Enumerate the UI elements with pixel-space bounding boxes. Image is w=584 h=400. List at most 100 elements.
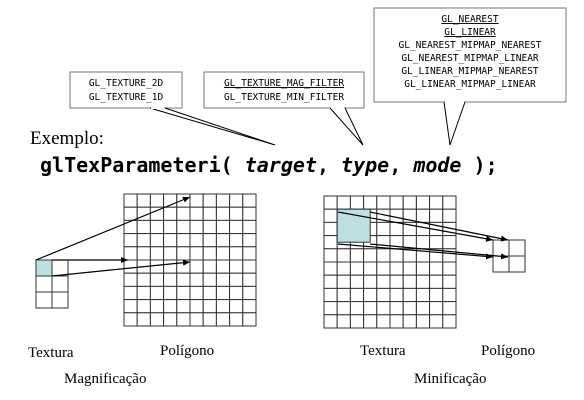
grid-cell — [163, 233, 178, 248]
grid-cell — [163, 299, 178, 314]
grid-cell — [442, 195, 457, 210]
grid-cell — [229, 259, 244, 274]
grid-cell — [242, 246, 257, 261]
grid-cell — [123, 233, 138, 248]
grid-cell — [136, 219, 151, 235]
grid-cell — [123, 299, 138, 314]
grid-cell — [149, 285, 165, 301]
grid-cell — [176, 285, 191, 301]
grid-cell — [323, 287, 338, 303]
mapping-arrow — [51, 259, 191, 277]
mapping-arrow — [337, 243, 494, 260]
grid-cell — [323, 314, 338, 329]
grid-cell — [402, 301, 417, 316]
grid-cell — [376, 274, 391, 289]
grid-cell — [189, 272, 204, 287]
grid-cell — [202, 193, 217, 208]
grid-cell — [402, 274, 417, 289]
grid-cell — [163, 219, 178, 235]
grid-cell — [508, 255, 526, 273]
polygon-label: Polígono — [160, 343, 214, 359]
type-option: GL_TEXTURE_MIN_FILTER — [224, 92, 344, 103]
grid-cell — [202, 299, 217, 314]
grid-cell — [176, 246, 191, 261]
grid-cell — [429, 208, 444, 223]
example-label: Exemplo: — [30, 128, 104, 149]
grid-cell — [415, 235, 431, 250]
grid-cell — [136, 285, 151, 301]
grid-cell — [202, 259, 217, 274]
grid-cell — [176, 219, 191, 235]
grid-cell — [215, 299, 231, 314]
grid-cell — [349, 314, 365, 329]
grid-cell — [429, 235, 444, 250]
grid-cell — [242, 193, 257, 208]
grid-cell — [149, 272, 165, 287]
grid-cell — [402, 195, 417, 210]
grid-cell — [136, 193, 151, 208]
grid-cell — [229, 246, 244, 261]
grid-cell — [176, 206, 191, 221]
polygon-grid — [492, 239, 526, 273]
grid-cell — [349, 301, 365, 316]
type-callout: GL_TEXTURE_MAG_FILTER GL_TEXTURE_MIN_FIL… — [203, 71, 365, 146]
grid-cell — [123, 285, 138, 301]
grid-cell — [123, 246, 138, 261]
grid-cell — [149, 299, 165, 314]
grid-cell — [492, 255, 510, 273]
grid-cell — [323, 301, 338, 316]
grid-cell — [363, 287, 378, 303]
type-option: GL_TEXTURE_MAG_FILTER — [224, 78, 344, 89]
grid-cell — [415, 314, 431, 329]
grid-cell — [376, 287, 391, 303]
grid-cell — [442, 208, 457, 223]
grid-cell — [242, 272, 257, 287]
grid-cell — [323, 261, 338, 276]
grid-cell — [51, 291, 69, 309]
grid-cell — [323, 235, 338, 250]
polygon-grid — [123, 193, 257, 327]
magnification-caption: Magnificação — [64, 371, 146, 387]
mode-option: GL_NEAREST_MIPMAP_LINEAR — [401, 53, 539, 64]
grid-cell — [323, 221, 338, 237]
grid-cell — [415, 261, 431, 276]
mode-option: GL_LINEAR_MIPMAP_NEAREST — [401, 66, 539, 77]
mapping-arrow — [35, 196, 191, 261]
grid-cell — [163, 285, 178, 301]
grid-cell — [415, 274, 431, 289]
grid-cell — [202, 285, 217, 301]
grid-cell — [389, 208, 404, 223]
mode-callout: GL_NEAREST GL_LINEAR GL_NEAREST_MIPMAP_N… — [373, 7, 567, 146]
grid-cell — [202, 206, 217, 221]
grid-cell — [242, 285, 257, 301]
texture-label: Textura — [360, 343, 406, 359]
grid-cell — [442, 287, 457, 303]
grid-cell — [242, 299, 257, 314]
grid-cell — [189, 285, 204, 301]
grid-cell — [123, 206, 138, 221]
grid-cell — [429, 314, 444, 329]
grid-cell — [389, 287, 404, 303]
grid-cell — [202, 312, 217, 327]
grid-cell — [429, 287, 444, 303]
grid-cell — [149, 233, 165, 248]
grid-cell — [336, 274, 351, 289]
grid-cell — [189, 233, 204, 248]
grid-cell — [229, 233, 244, 248]
grid-cell — [229, 193, 244, 208]
grid-cell — [215, 285, 231, 301]
grid-cell — [176, 299, 191, 314]
mapping-arrow — [369, 211, 509, 242]
grid-cell — [336, 261, 351, 276]
grid-cell — [229, 272, 244, 287]
mapping-arrow — [337, 211, 494, 242]
grid-cell — [336, 301, 351, 316]
texture-grid — [35, 259, 69, 309]
grid-cell — [415, 287, 431, 303]
grid-cell — [336, 287, 351, 303]
arg-separator: , — [389, 153, 413, 177]
grid-cell — [149, 219, 165, 235]
grid-cell — [176, 193, 191, 208]
grid-cell — [415, 221, 431, 237]
mode-option: GL_NEAREST_MIPMAP_NEAREST — [399, 40, 542, 51]
